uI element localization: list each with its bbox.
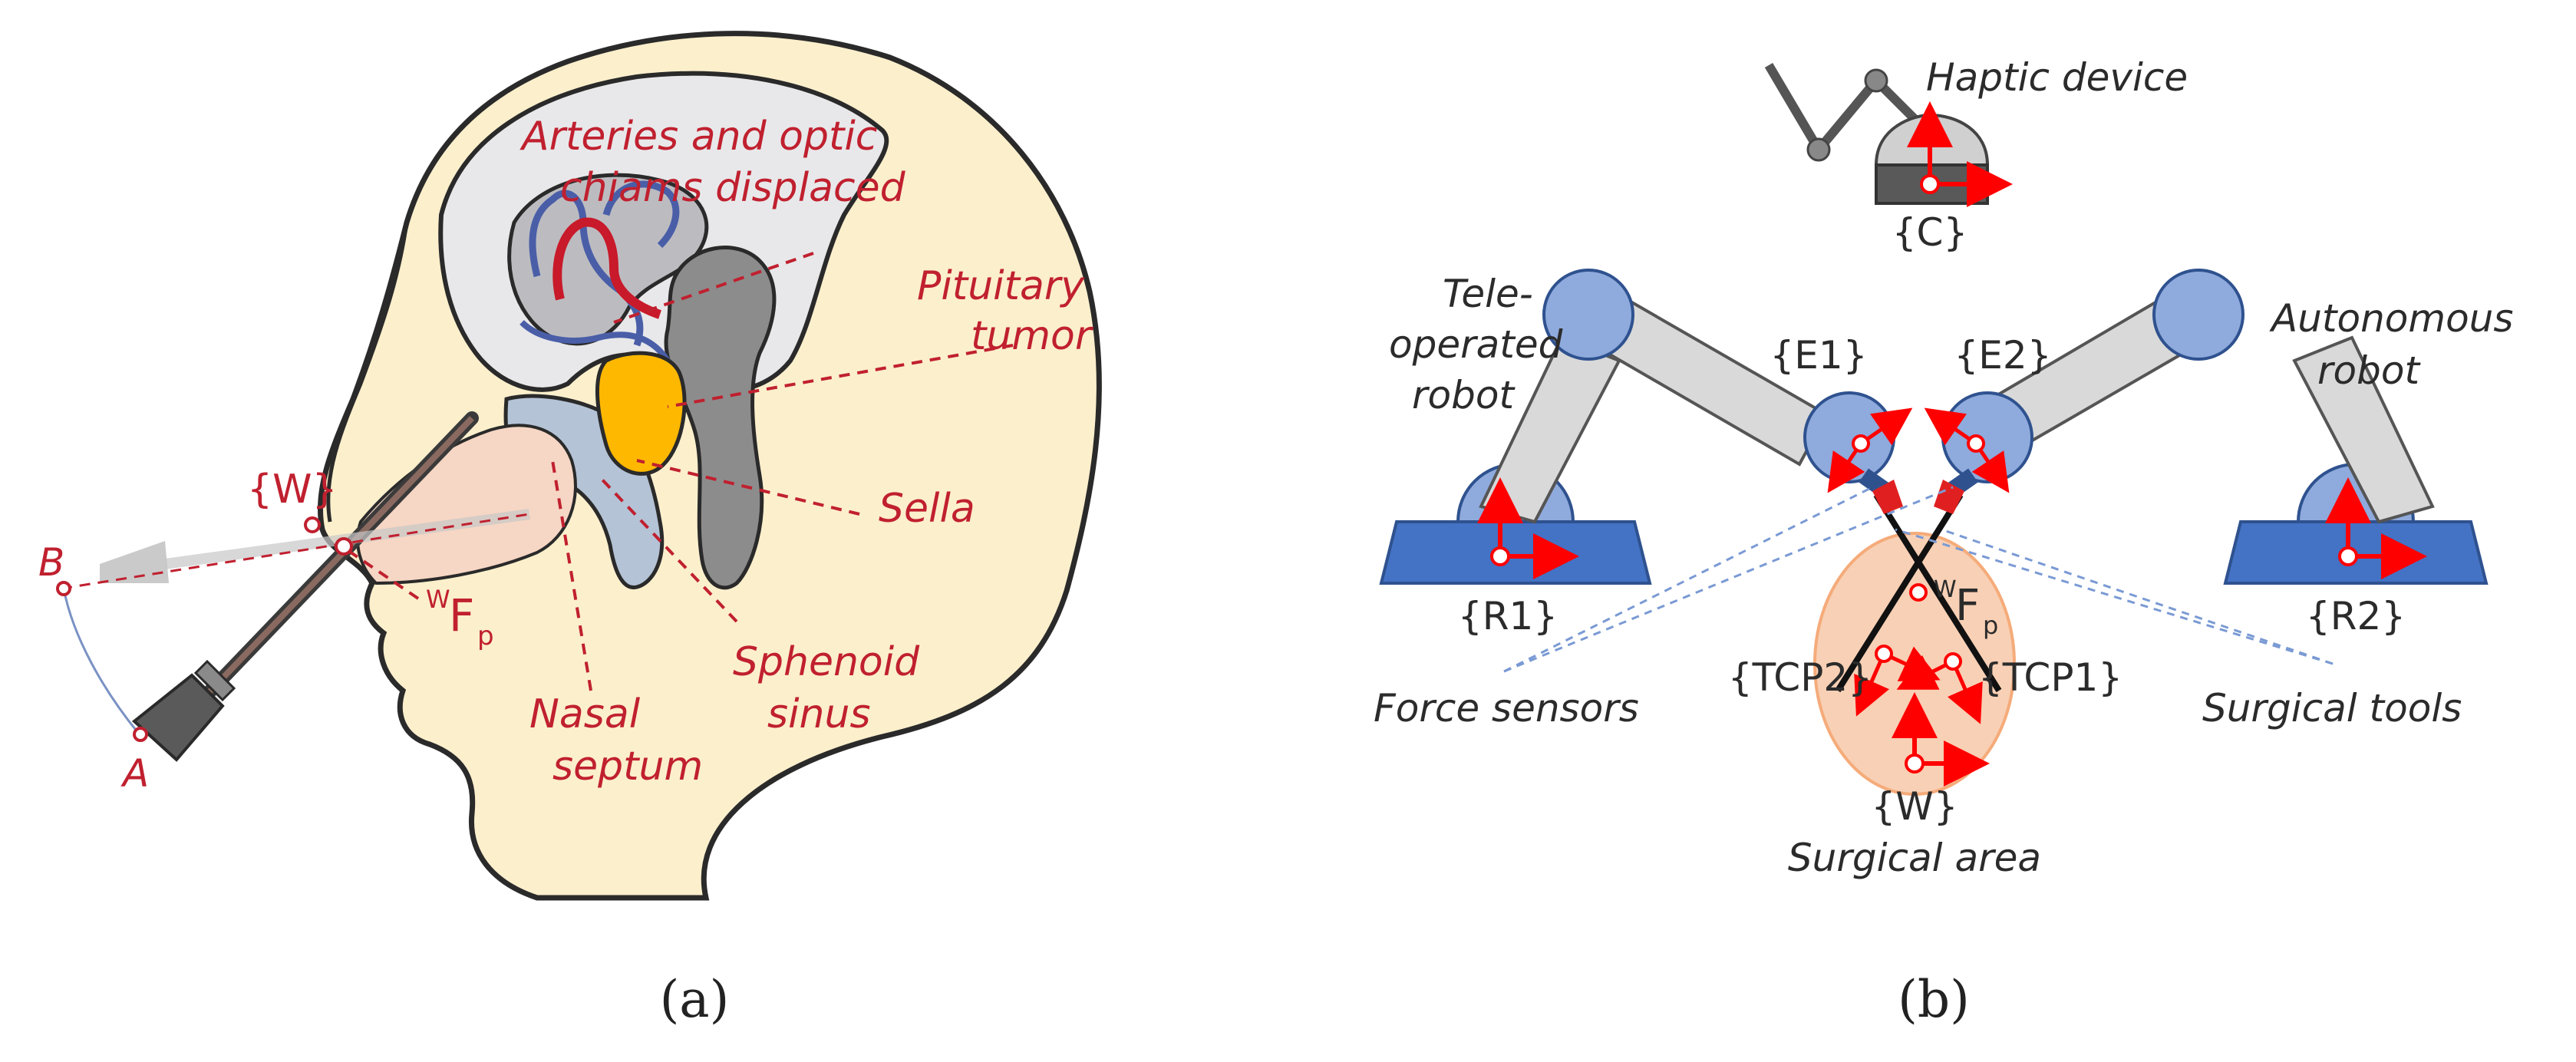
robot-right-link-1 — [2292, 335, 2435, 524]
leader-arteries — [613, 252, 814, 324]
leader-tools-2 — [1895, 528, 2334, 665]
haptic-arm — [1764, 62, 1922, 154]
inner-brain — [507, 173, 709, 346]
label-frame-r2: {R2} — [2306, 594, 2406, 638]
label-frame-e2: {E2} — [1954, 333, 2051, 378]
label-force-sub-a: p — [477, 621, 494, 651]
frame-c-axes — [1907, 101, 2013, 207]
tool-right-tip — [1934, 480, 1964, 514]
label-force-main-b: F — [1955, 581, 1980, 631]
label-auto-1: Autonomous — [2269, 296, 2513, 341]
ghost-endoscope — [100, 541, 169, 583]
artery-blue-2 — [602, 180, 680, 249]
endoscope-handle — [131, 673, 225, 762]
robot-left-joint-wrist — [1803, 391, 1895, 483]
label-force-sup-a: W — [426, 585, 450, 614]
frame-e2-axes — [1924, 407, 2010, 493]
robot-right-joint-wrist — [1941, 391, 2033, 483]
arc-ab — [62, 588, 140, 734]
frame-tcp1-axes — [1896, 652, 1983, 724]
label-teleop-3: robot — [1412, 373, 1516, 417]
tool-right — [1835, 493, 1964, 693]
robot-left-base — [1379, 520, 1652, 585]
label-frame-w-a: {W} — [247, 467, 338, 513]
artery-blue-3 — [519, 320, 671, 363]
haptic-joint-2 — [1864, 68, 1888, 93]
label-force-main-a: F — [449, 589, 474, 641]
label-haptic: Haptic device — [1926, 55, 2188, 100]
label-auto-2: robot — [2317, 348, 2421, 393]
label-frame-e1: {E1} — [1770, 333, 1867, 378]
label-point-a: A — [120, 751, 149, 796]
leader-sphenoid — [597, 474, 738, 623]
label-frame-tcp2: {TCP2} — [1728, 655, 1872, 700]
pivot-marker — [335, 537, 353, 556]
caption-a: (a) — [660, 970, 730, 1029]
endoscope-rod-inner — [201, 416, 474, 701]
point-a-marker — [133, 727, 148, 742]
label-force-sup-b: W — [1934, 576, 1957, 603]
haptic-joint-1 — [1806, 137, 1831, 162]
face-profile — [326, 222, 409, 523]
nasal-cavity — [356, 424, 577, 585]
frame-r2-axes — [2325, 477, 2427, 579]
label-surgical-area: Surgical area — [1788, 836, 2041, 880]
artery-red — [552, 217, 661, 319]
label-pituitary-1: Pituitary — [917, 263, 1085, 309]
force-point-marker-b — [1909, 583, 1928, 602]
frame-e1-axes — [1827, 407, 1913, 493]
leader-force — [344, 547, 420, 600]
label-teleop-1: Tele- — [1443, 272, 1533, 316]
point-b-marker — [56, 581, 71, 596]
label-sphenoid-1: Sphenoid — [733, 639, 920, 685]
endoscope-eyepiece — [193, 659, 236, 702]
caption-b: (b) — [1898, 970, 1970, 1029]
leader-force-sensors-2 — [1503, 486, 1954, 673]
label-frame-w-b: {W} — [1871, 784, 1958, 829]
label-teleop-2: operated — [1389, 322, 1563, 367]
pituitary-tumor — [595, 351, 687, 476]
leader-tumor — [667, 344, 1014, 408]
leader-sella — [636, 459, 860, 516]
panel-b: Haptic device {C} Tele- operated robot A… — [1374, 55, 2513, 1029]
label-pituitary-2: tumor — [971, 313, 1094, 359]
robot-left-joint-shoulder — [1542, 269, 1634, 361]
label-sphenoid-2: sinus — [767, 691, 871, 737]
frame-r1-axes — [1477, 477, 1579, 579]
label-nasal-1: Nasal — [529, 691, 641, 737]
pivot-dashed — [61, 513, 530, 590]
label-sella: Sella — [879, 486, 975, 532]
label-frame-tcp1: {TCP1} — [1978, 655, 2122, 700]
label-point-b: B — [38, 540, 64, 585]
robot-right-joint-shoulder — [2152, 269, 2245, 361]
label-force-sub-b: p — [1983, 611, 1998, 640]
label-arteries-2: chiams displaced — [560, 165, 906, 211]
panel-a: Arteries and optic chiams displaced Pitu… — [38, 31, 1102, 1029]
frame-w-marker — [304, 516, 321, 533]
label-nasal-2: septum — [552, 744, 703, 790]
tool-left-tip — [1872, 480, 1903, 514]
tool-left — [1873, 493, 2002, 693]
leader-nasal — [551, 460, 592, 691]
label-frame-r1: {R1} — [1458, 594, 1558, 638]
frame-w-axes — [1892, 692, 1990, 787]
label-force-sensors: Force sensors — [1374, 686, 1639, 731]
label-arteries-1: Arteries and optic — [519, 114, 877, 160]
label-surgical-tools: Surgical tools — [2202, 686, 2462, 731]
label-frame-c: {C} — [1892, 210, 1968, 255]
